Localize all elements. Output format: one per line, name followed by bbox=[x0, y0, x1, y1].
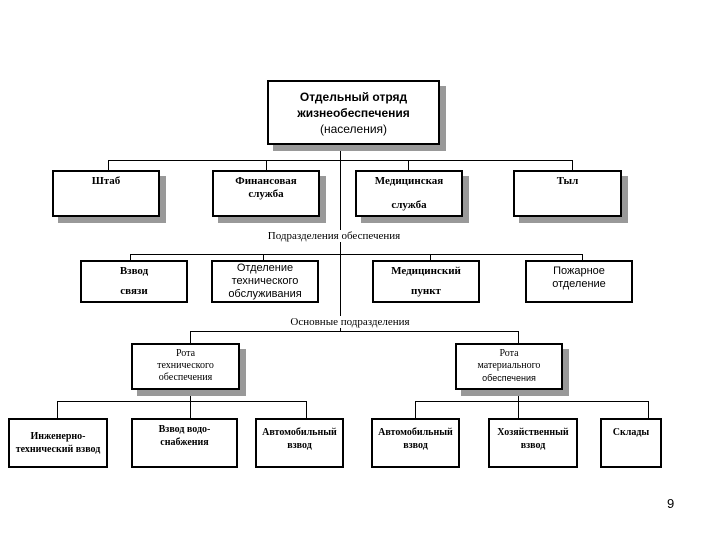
connector bbox=[415, 401, 416, 418]
page-number: 9 bbox=[667, 496, 675, 511]
top-line1: Отдельный отряд bbox=[299, 89, 408, 104]
connector bbox=[190, 331, 519, 332]
service-label: Тыл bbox=[556, 175, 579, 187]
support-text: Взвод bbox=[119, 265, 149, 277]
main-label: Основные подразделения bbox=[288, 316, 412, 328]
connector bbox=[572, 160, 573, 170]
support-text: Пожарное отделение bbox=[552, 265, 606, 290]
support-label: Подразделения обеспечения bbox=[265, 230, 403, 242]
platoon-text: Взвод водо-снабжения bbox=[158, 424, 211, 448]
company-text: Рота bbox=[499, 348, 519, 359]
connector bbox=[263, 254, 264, 260]
service-box: Медицинская служба bbox=[355, 170, 463, 217]
connector bbox=[518, 331, 519, 343]
support-box: Отделение технического обслуживания bbox=[211, 260, 319, 303]
company-text: технического обеспечения bbox=[157, 360, 214, 383]
connector bbox=[415, 401, 649, 402]
connector bbox=[57, 401, 58, 418]
connector bbox=[266, 160, 267, 170]
connector bbox=[648, 401, 649, 418]
support-text: Отделение технического обслуживания bbox=[228, 262, 302, 300]
top-unit-box: Отдельный отряд жизнеобеспечения (населе… bbox=[267, 80, 440, 145]
platoon-text: Склады bbox=[612, 427, 650, 438]
platoon-text: Хозяйственный взвод bbox=[497, 427, 569, 451]
platoon-box: Автомобильный взвод bbox=[371, 418, 460, 468]
connector bbox=[430, 254, 431, 260]
support-text: пункт bbox=[411, 285, 441, 297]
support-box: Пожарное отделение bbox=[525, 260, 633, 303]
service-label: служба bbox=[248, 188, 284, 200]
connector bbox=[130, 254, 583, 255]
platoon-box: Инженерно-технический взвод bbox=[8, 418, 108, 468]
connector bbox=[408, 160, 409, 170]
support-text: связи bbox=[120, 285, 148, 297]
connector bbox=[108, 160, 573, 161]
platoon-box: Склады bbox=[600, 418, 662, 468]
service-label: Финансовая bbox=[235, 175, 297, 187]
service-box: Тыл bbox=[513, 170, 622, 217]
company-text: Рота bbox=[175, 348, 196, 359]
connector bbox=[518, 390, 519, 418]
connector bbox=[57, 401, 307, 402]
support-box: Медицинский пункт bbox=[372, 260, 480, 303]
service-box: Штаб bbox=[52, 170, 160, 217]
company-text: обеспечения bbox=[482, 373, 536, 383]
platoon-text: Инженерно-технический взвод bbox=[15, 431, 101, 455]
platoon-box: Взвод водо-снабжения bbox=[131, 418, 238, 468]
service-label: служба bbox=[391, 199, 427, 211]
top-line2: жизнеобеспечения bbox=[297, 105, 410, 120]
platoon-box: Автомобильный взвод bbox=[255, 418, 344, 468]
support-text: Медицинский bbox=[391, 265, 461, 277]
top-line3: (населения) bbox=[319, 121, 388, 136]
support-box: Взвод связи bbox=[80, 260, 188, 303]
platoon-box: Хозяйственный взвод bbox=[488, 418, 578, 468]
platoon-text: Автомобильный взвод bbox=[262, 427, 337, 451]
platoon-text: Автомобильный взвод bbox=[378, 427, 453, 451]
connector bbox=[130, 254, 131, 260]
connector bbox=[306, 401, 307, 418]
service-label: Медицинская bbox=[374, 175, 444, 187]
service-label: Штаб bbox=[91, 175, 121, 187]
connector bbox=[582, 254, 583, 260]
connector bbox=[108, 160, 109, 170]
connector bbox=[190, 390, 191, 418]
company-text: материального bbox=[477, 360, 541, 371]
connector bbox=[190, 331, 191, 343]
